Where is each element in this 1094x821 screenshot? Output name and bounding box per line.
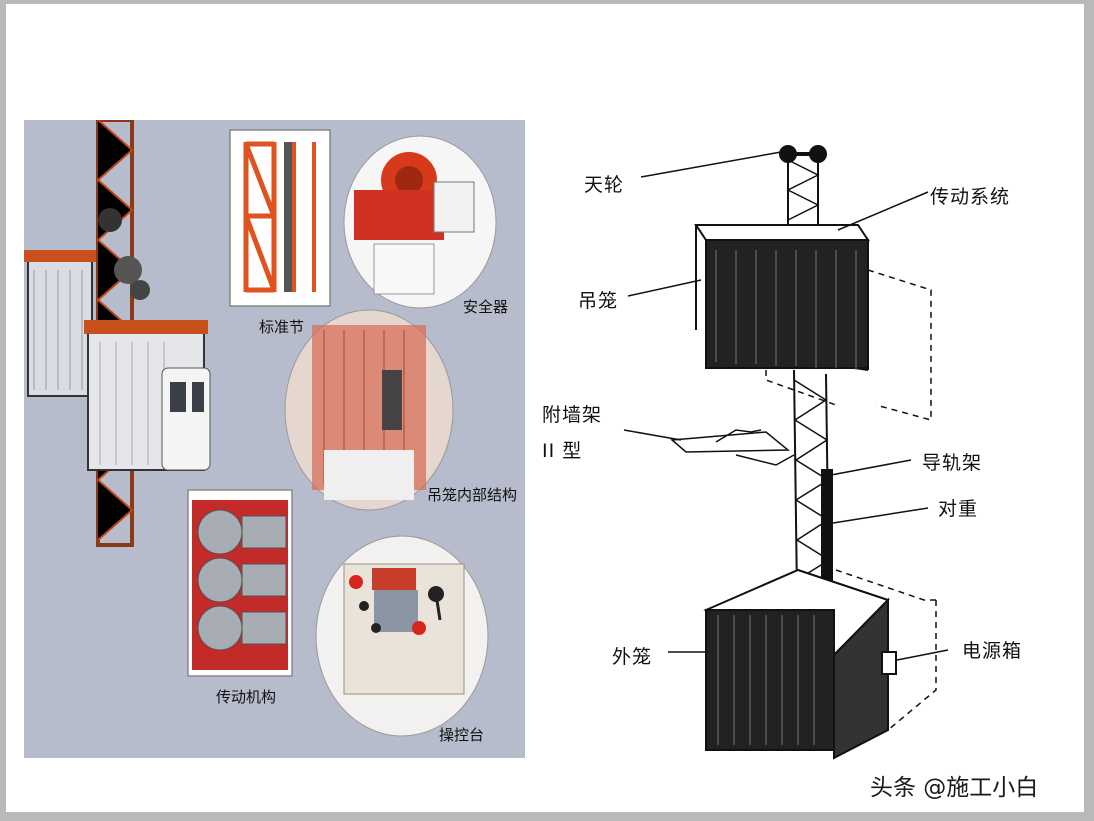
diagram-art — [536, 130, 1076, 770]
cage-interior-photo — [285, 310, 453, 510]
guide-mast-label: 导轨架 — [922, 448, 982, 475]
standard-section-label: 标准节 — [259, 316, 304, 337]
safety-device-photo — [344, 136, 496, 308]
hoist-photo — [24, 120, 210, 545]
sheave-label: 天轮 — [584, 170, 624, 197]
watermark: 头条 @施工小白 — [870, 768, 1038, 802]
safety-device-label: 安全器 — [463, 296, 508, 317]
photo-collage-art — [24, 120, 525, 758]
standard-section-photo — [230, 130, 330, 306]
outer-cage-label: 外笼 — [612, 642, 652, 669]
drive-mechanism-photo — [188, 490, 292, 676]
type-ii-label: II 型 — [542, 436, 582, 463]
photo-collage: 标准节 安全器 吊笼内部结构 传动机构 操控台 — [24, 120, 525, 758]
counterweight-label: 对重 — [938, 494, 978, 521]
control-console-photo — [316, 536, 488, 736]
hoist-structure-diagram: 天轮 传动系统 吊笼 附墙架 II 型 导轨架 对重 外笼 电源箱 — [536, 130, 1076, 770]
cage-interior-label: 吊笼内部结构 — [427, 484, 517, 505]
cage-label: 吊笼 — [578, 286, 618, 313]
drive-mechanism-label: 传动机构 — [216, 686, 276, 707]
control-console-label: 操控台 — [439, 724, 484, 745]
wall-bracket-label: 附墙架 — [542, 400, 602, 427]
drive-system-label: 传动系统 — [930, 182, 1010, 209]
power-box-label: 电源箱 — [962, 636, 1022, 663]
